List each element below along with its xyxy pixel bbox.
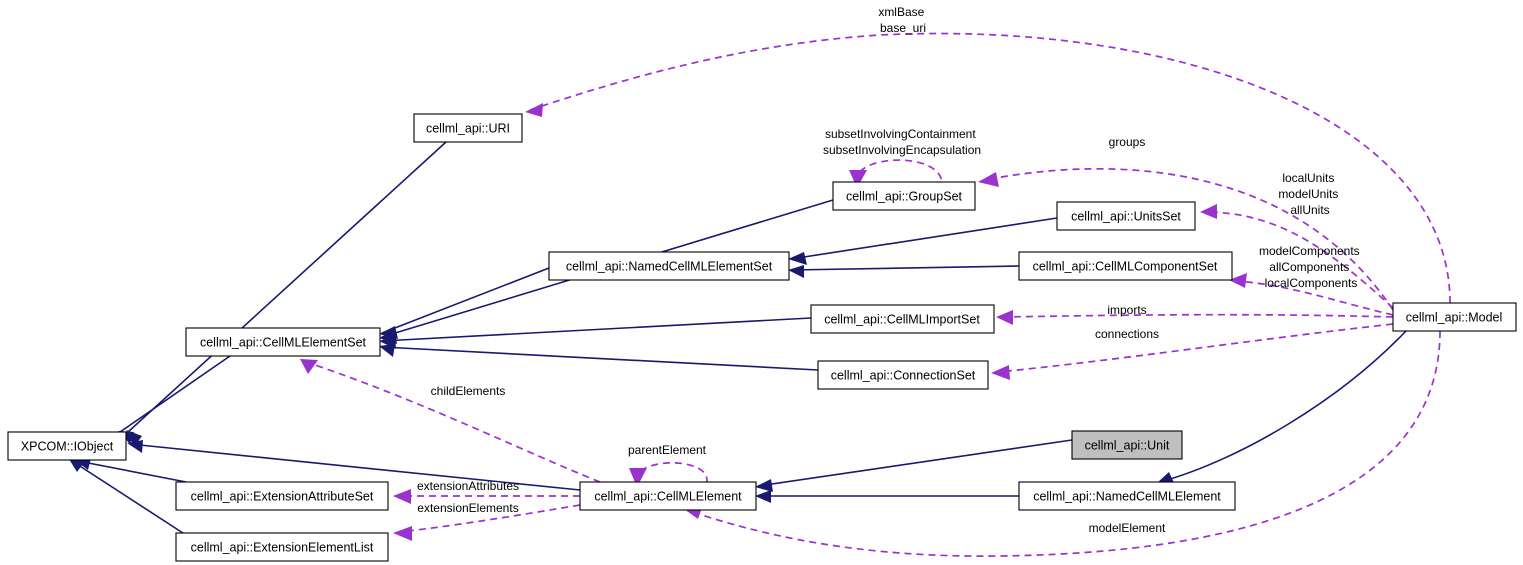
edge-importset-elementset	[381, 317, 812, 342]
arrowhead-association	[978, 172, 999, 187]
edge-label-extensionattributes: extensionAttributes	[417, 479, 519, 493]
arrowhead-inheritance	[755, 490, 771, 503]
arrowhead-inheritance	[755, 479, 773, 492]
node-cellml-api-namedcellmlelementset[interactable]: cellml_api::NamedCellMLElementSet	[548, 251, 790, 281]
edge-unit-cellmlelement	[757, 439, 1073, 487]
node-xpcom-iobject[interactable]: XPCOM::IObject	[7, 431, 127, 461]
edge-extelemlist-iobject	[71, 460, 187, 536]
node-label: cellml_api::CellMLComponentSet	[1033, 259, 1218, 273]
edge-assoc-modelelement	[689, 330, 1441, 557]
arrowhead-association	[393, 489, 411, 504]
edge-label-childelements: childElements	[431, 384, 506, 398]
node-label: cellml_api::ExtensionElementList	[191, 540, 374, 554]
arrowhead-association	[991, 365, 1010, 380]
node-layer: XPCOM::IObject cellml_api::URI cellml_ap…	[7, 113, 1517, 562]
edge-label-connections: connections	[1095, 327, 1159, 341]
edge-label-parentelement: parentElement	[628, 443, 707, 457]
node-cellml-api-extensionelementlist[interactable]: cellml_api::ExtensionElementList	[175, 532, 389, 562]
edge-uri-iobject	[127, 141, 447, 433]
edge-label-modelelement: modelElement	[1089, 521, 1166, 535]
edge-assoc-xmlbase	[529, 32, 1451, 304]
edge-assoc-groups	[984, 167, 1394, 311]
edge-label-subsets: subsetInvolvingContainment subsetInvolvi…	[823, 127, 981, 157]
edge-label-xmlbase: xmlBase base_uri	[878, 5, 927, 35]
edge-assoc-extelems	[399, 504, 581, 533]
edge-extattrset-iobject	[77, 460, 187, 483]
node-label: cellml_api::CellMLElementSet	[200, 335, 367, 349]
node-cellml-api-groupset[interactable]: cellml_api::GroupSet	[832, 181, 976, 211]
edge-assoc-subsets	[856, 159, 943, 184]
edge-model-namedelement	[1159, 330, 1407, 483]
arrowhead-association	[1229, 273, 1247, 288]
arrowhead-association	[300, 359, 318, 374]
edge-label-groups: groups	[1109, 135, 1146, 149]
node-label: cellml_api::NamedCellMLElement	[1033, 489, 1221, 503]
node-cellml-api-cellmlcomponentset[interactable]: cellml_api::CellMLComponentSet	[1018, 251, 1233, 281]
node-label: cellml_api::Model	[1406, 310, 1503, 324]
arrowhead-inheritance	[379, 344, 395, 357]
node-cellml-api-unit[interactable]: cellml_api::Unit	[1071, 430, 1183, 460]
node-label: cellml_api::UnitsSet	[1071, 209, 1181, 223]
edge-label-components: modelComponents allComponents localCompo…	[1259, 244, 1363, 290]
node-cellml-api-cellmlimportset[interactable]: cellml_api::CellMLImportSet	[810, 304, 995, 334]
node-label: cellml_api::GroupSet	[846, 189, 963, 203]
edge-assoc-parentelement	[636, 462, 708, 483]
node-cellml-api-uri[interactable]: cellml_api::URI	[413, 113, 523, 143]
arrowhead-inheritance	[69, 459, 85, 472]
arrowhead-association	[525, 103, 543, 117]
node-label: cellml_api::CellMLElement	[594, 489, 742, 503]
edge-label-extensionelements: extensionElements	[417, 501, 518, 515]
edge-connectionset-elementset	[381, 346, 819, 371]
node-label: cellml_api::CellMLImportSet	[824, 312, 980, 326]
arrowhead-association	[996, 310, 1013, 325]
edge-label-units: localUnits modelUnits allUnits	[1278, 171, 1341, 217]
edge-elementset-iobject	[119, 355, 231, 433]
edge-cellmlelement-iobject	[129, 443, 581, 491]
edge-assoc-connections	[997, 323, 1394, 373]
node-label: cellml_api::ExtensionAttributeSet	[191, 489, 374, 503]
node-cellml-api-cellmlelementset[interactable]: cellml_api::CellMLElementSet	[185, 327, 381, 357]
arrowhead-inheritance	[788, 265, 804, 278]
node-label: cellml_api::Unit	[1085, 438, 1170, 452]
arrowhead-inheritance	[788, 252, 807, 265]
node-cellml-api-model[interactable]: cellml_api::Model	[1392, 302, 1517, 332]
node-label: cellml_api::NamedCellMLElementSet	[566, 259, 773, 273]
node-cellml-api-unitsset[interactable]: cellml_api::UnitsSet	[1056, 201, 1196, 231]
node-label: cellml_api::URI	[426, 121, 510, 135]
edge-assoc-units	[1206, 211, 1394, 309]
node-cellml-api-extensionattributeset[interactable]: cellml_api::ExtensionAttributeSet	[175, 481, 389, 511]
edge-unitsset-namedset	[790, 217, 1058, 260]
arrowhead-association	[393, 526, 412, 541]
node-cellml-api-connectionset[interactable]: cellml_api::ConnectionSet	[817, 360, 989, 390]
edge-assoc-components	[1235, 280, 1394, 316]
edge-namedset-elementset	[381, 267, 550, 334]
edge-assoc-imports	[1002, 313, 1394, 318]
arrowhead-association	[849, 170, 867, 188]
node-label: cellml_api::ConnectionSet	[831, 368, 976, 382]
node-label: XPCOM::IObject	[21, 439, 114, 453]
node-cellml-api-cellmlelement[interactable]: cellml_api::CellMLElement	[579, 481, 757, 511]
arrowhead-association	[1200, 204, 1217, 219]
arrowhead-association	[629, 468, 647, 487]
arrowhead-inheritance	[379, 326, 398, 339]
edge-label-imports: imports	[1107, 303, 1146, 317]
arrowhead-inheritance	[127, 440, 143, 453]
edge-componentset-namedset	[790, 265, 1020, 271]
edge-label-layer: xmlBase base_uri subsetInvolvingContainm…	[417, 5, 1363, 535]
edge-assoc-childelements	[305, 361, 601, 483]
association-edge-layer	[300, 32, 1451, 557]
node-cellml-api-namedcellmlelement[interactable]: cellml_api::NamedCellMLElement	[1018, 481, 1236, 511]
